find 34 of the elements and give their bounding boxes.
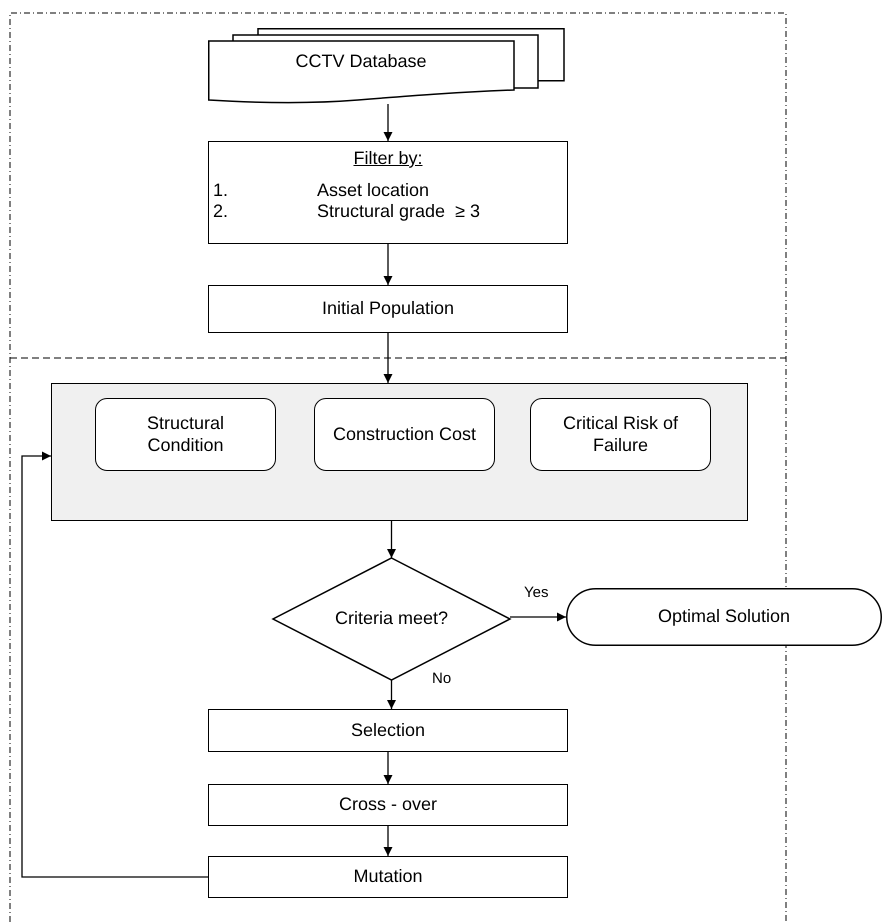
arrow xyxy=(384,104,392,141)
process-box xyxy=(208,141,568,244)
list-item: Asset location xyxy=(317,180,430,202)
node-label: Structural Condition xyxy=(146,412,226,456)
group-panel xyxy=(51,383,748,521)
node-label: CCTV Database xyxy=(294,51,428,73)
arrow xyxy=(387,680,396,709)
list-number: 1. xyxy=(213,180,228,202)
node-label: Construction Cost xyxy=(332,424,476,446)
node-label: Mutation xyxy=(353,866,423,888)
process-box xyxy=(208,285,568,333)
node-label: Optimal Solution xyxy=(658,606,790,628)
arrow xyxy=(384,826,392,856)
rounded-box xyxy=(530,398,711,471)
rounded-box xyxy=(95,398,276,471)
process-box xyxy=(208,709,568,752)
node-label: Selection xyxy=(350,720,426,742)
rounded-box xyxy=(314,398,495,471)
list-item: Structural grade ≥ 3 xyxy=(317,201,480,223)
arrow xyxy=(384,244,392,285)
node-label: Criteria meet? xyxy=(334,608,448,630)
arrow xyxy=(384,333,392,383)
document-stack xyxy=(208,28,568,104)
node-label: Initial Population xyxy=(322,298,454,320)
process-box xyxy=(208,784,568,826)
arrow xyxy=(21,452,208,878)
node-label: Critical Risk of Failure xyxy=(562,412,679,456)
arrow xyxy=(387,521,396,558)
arrow xyxy=(384,752,392,784)
process-box xyxy=(208,856,568,898)
list-number: 2. xyxy=(213,201,228,223)
node-label: Cross - over xyxy=(338,794,437,816)
arrow xyxy=(510,612,566,622)
heading-text: Filter by: xyxy=(353,148,422,170)
